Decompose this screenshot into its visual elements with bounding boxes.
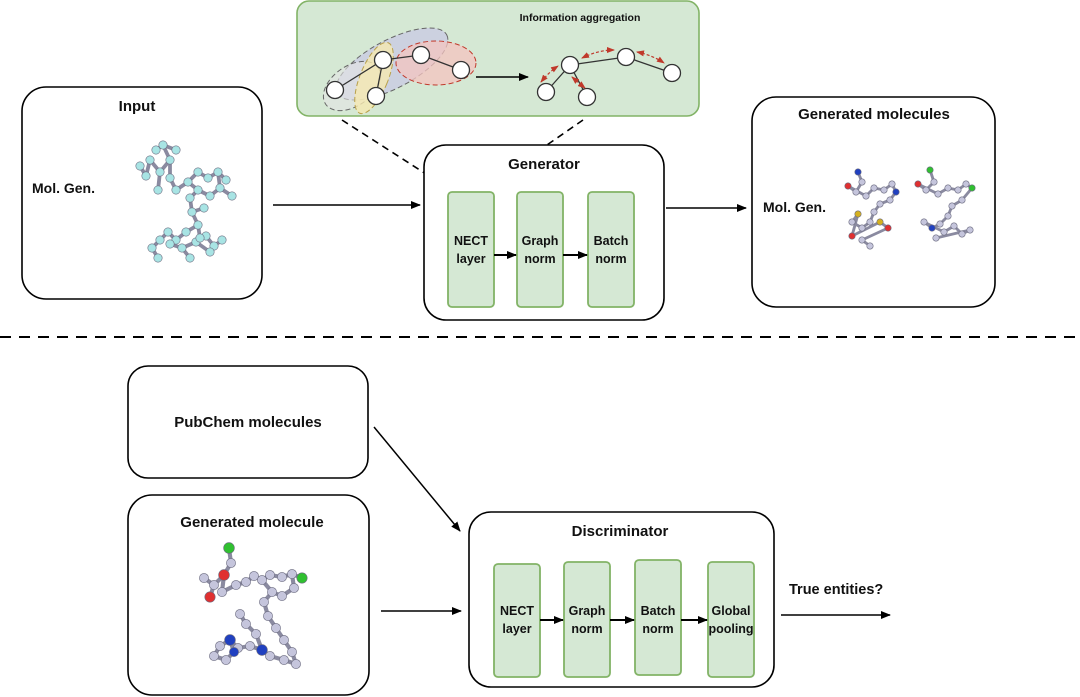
- input-molecule-image: [135, 140, 237, 263]
- input-box-label: Mol. Gen.: [32, 180, 95, 196]
- true-entities-question: True entities?: [789, 582, 883, 598]
- generated-molecule-image-1: [844, 168, 900, 250]
- generated-molecule-image-2: [914, 166, 976, 242]
- generated-molecule-box: Generated molecule: [127, 494, 370, 696]
- aggregation-panel: Information aggregation: [296, 0, 700, 117]
- generated-molecule-title: Generated molecule: [180, 514, 323, 531]
- pubchem-title: PubChem molecules: [174, 414, 322, 431]
- svg-text:NECT: NECT: [454, 234, 488, 248]
- discriminator-title: Discriminator: [572, 523, 669, 540]
- svg-text:norm: norm: [524, 252, 555, 266]
- pubchem-box: PubChem molecules: [127, 365, 369, 479]
- generated-molecules-box: Generated molecules Mol. Gen.: [751, 96, 996, 308]
- generator-layer-nect: NECT layer: [447, 191, 495, 308]
- generated-molecules-label: Mol. Gen.: [763, 199, 826, 215]
- svg-text:Batch: Batch: [641, 604, 676, 618]
- svg-text:Batch: Batch: [594, 234, 629, 248]
- generator-title: Generator: [508, 156, 580, 173]
- discriminator-box: Discriminator NECT layer Graph norm Batc…: [468, 511, 775, 688]
- svg-text:NECT: NECT: [500, 604, 534, 618]
- svg-text:layer: layer: [502, 622, 531, 636]
- generated-molecule-image: [199, 542, 308, 669]
- input-box: Input Mol. Gen.: [21, 86, 263, 300]
- svg-text:norm: norm: [642, 622, 673, 636]
- message-passing-arrows: [540, 47, 665, 89]
- discriminator-layer-batch-norm: Batch norm: [634, 559, 682, 676]
- svg-text:Graph: Graph: [569, 604, 606, 618]
- discriminator-layer-nect: NECT layer: [493, 563, 541, 678]
- generator-box: Generator NECT layer Graph norm Batch no…: [423, 144, 665, 321]
- svg-text:layer: layer: [456, 252, 485, 266]
- svg-text:pooling: pooling: [708, 622, 753, 636]
- svg-text:norm: norm: [595, 252, 626, 266]
- input-box-title: Input: [119, 98, 156, 115]
- generator-layer-batch-norm: Batch norm: [587, 191, 635, 308]
- svg-text:Graph: Graph: [522, 234, 559, 248]
- graph-before-aggregation: [325, 45, 471, 106]
- aggregation-panel-title: Information aggregation: [520, 12, 641, 24]
- graph-after-aggregation: [536, 47, 682, 107]
- discriminator-layer-global-pooling: Global pooling: [707, 561, 755, 678]
- generator-layer-graph-norm: Graph norm: [516, 191, 564, 308]
- svg-text:Global: Global: [712, 604, 751, 618]
- discriminator-layer-graph-norm: Graph norm: [563, 561, 611, 678]
- pubchem-to-discriminator-arrow: [373, 426, 461, 532]
- generated-molecules-title: Generated molecules: [798, 106, 950, 123]
- svg-text:norm: norm: [571, 622, 602, 636]
